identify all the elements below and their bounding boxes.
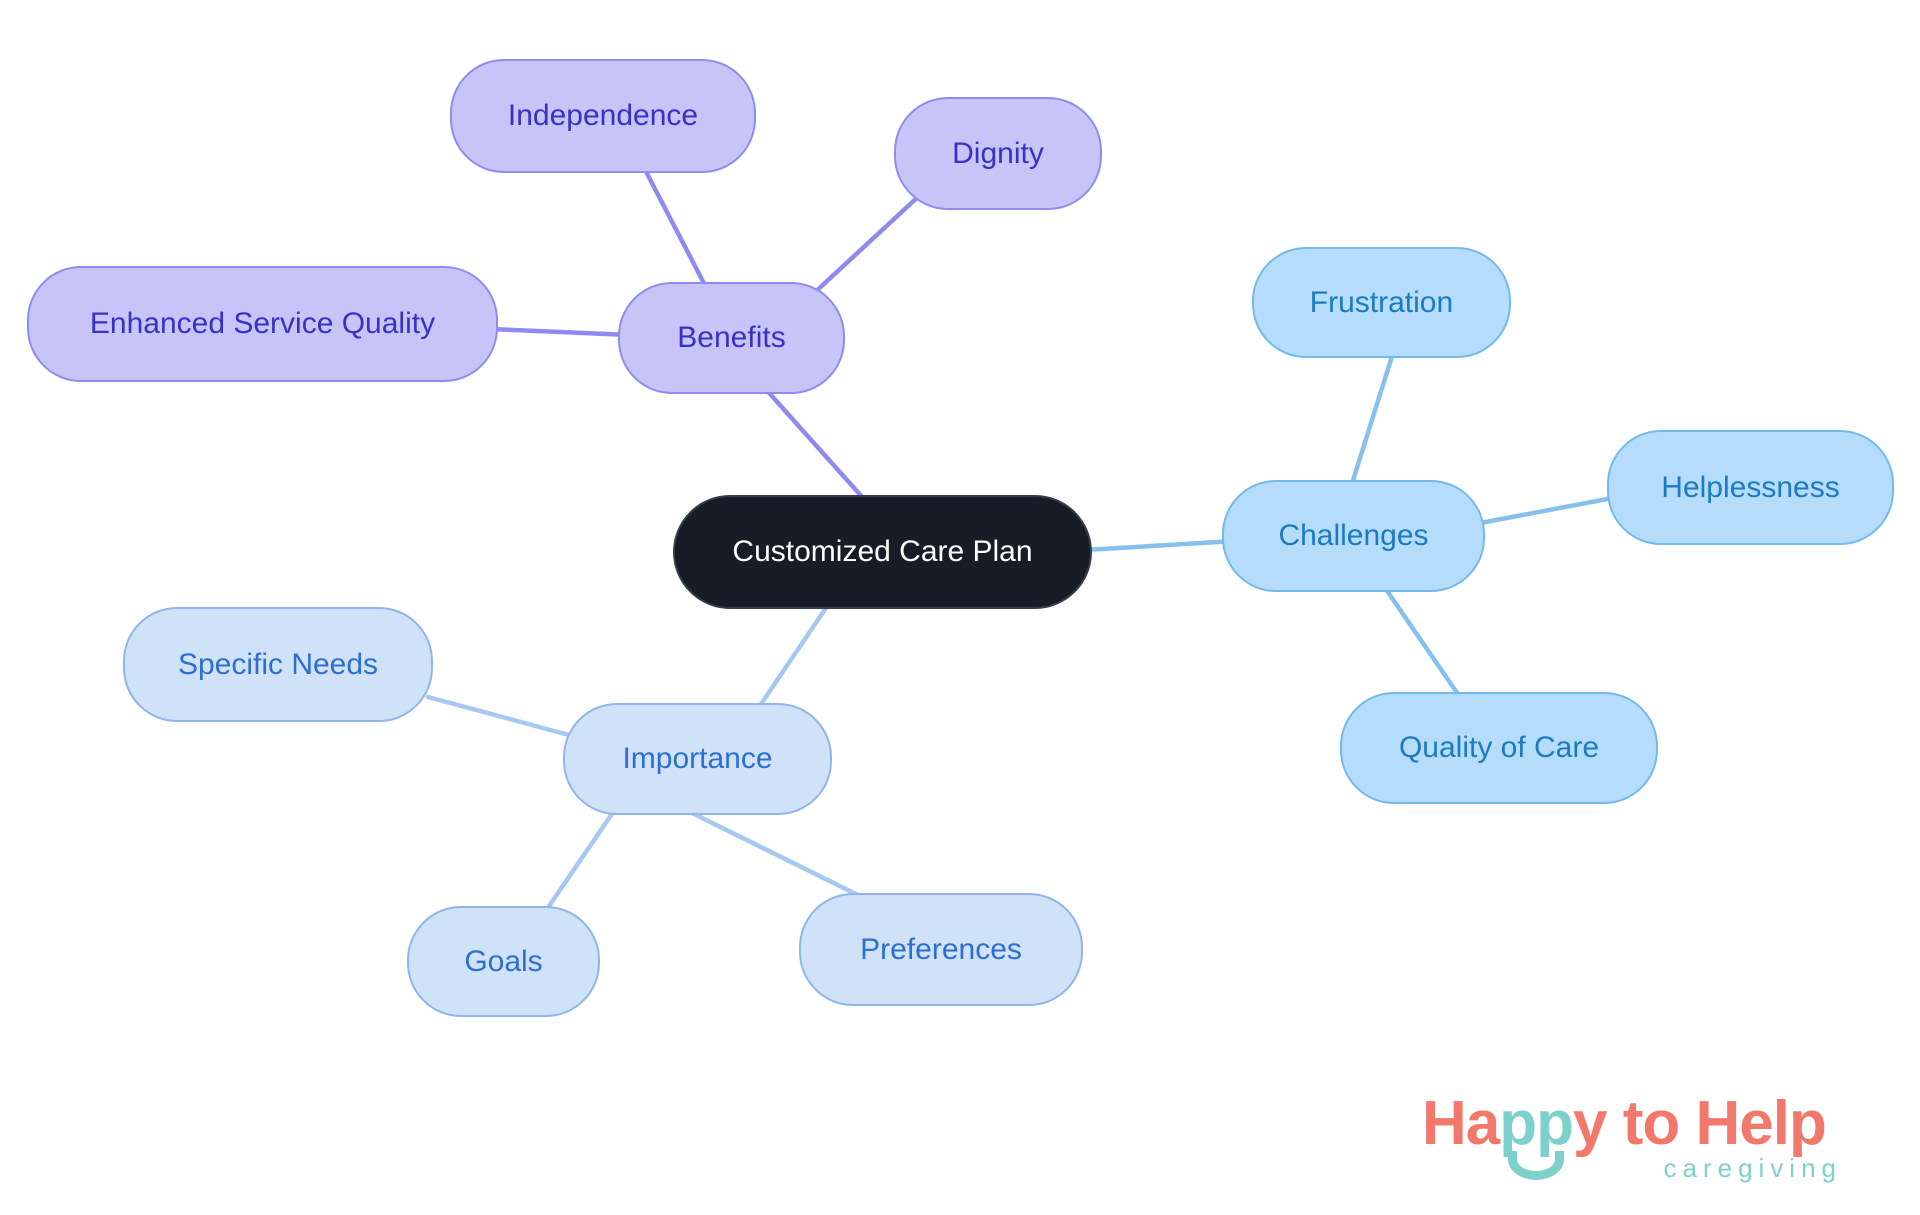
edge-center-benefits <box>759 382 875 511</box>
node-label: Quality of Care <box>1398 731 1600 764</box>
brand-part-pp: pp <box>1499 1093 1574 1180</box>
node-label: Independence <box>507 99 699 132</box>
node-goals: Goals <box>407 906 600 1017</box>
edge-challenges-helplessness <box>1472 494 1621 527</box>
node-quality-of-care: Quality of Care <box>1340 692 1658 804</box>
edge-challenges-quality-of-care <box>1380 582 1465 703</box>
node-label: Challenges <box>1278 519 1429 552</box>
node-importance: Importance <box>563 703 832 815</box>
edge-benefits-dignity <box>809 192 923 298</box>
node-label: Specific Needs <box>177 647 379 681</box>
node-customized-care-plan: Customized Care Plan <box>673 495 1092 609</box>
node-label: Dignity <box>952 136 1044 170</box>
edge-importance-specific-needs <box>425 694 583 741</box>
node-label: Enhanced Service Quality <box>89 307 436 340</box>
node-helplessness: Helplessness <box>1607 430 1894 545</box>
node-label: Helplessness <box>1661 470 1840 504</box>
node-label: Customized Care Plan <box>732 535 1033 568</box>
node-label: Goals <box>464 944 543 978</box>
node-challenges: Challenges <box>1222 480 1485 592</box>
edge-benefits-independence <box>637 157 713 298</box>
brand-part-3: y to Help <box>1573 1089 1827 1158</box>
node-dignity: Dignity <box>894 97 1102 210</box>
edge-center-importance <box>754 599 833 713</box>
node-label: Frustration <box>1309 285 1454 319</box>
node-frustration: Frustration <box>1252 247 1511 358</box>
edge-center-challenges <box>1082 538 1238 553</box>
node-enhanced-service-quality: Enhanced Service Quality <box>27 266 498 382</box>
edge-benefits-enhanced-service-quality <box>487 326 633 338</box>
brand-part-1: Ha <box>1422 1089 1500 1158</box>
node-label: Preferences <box>860 932 1022 966</box>
edge-importance-goals <box>542 805 619 915</box>
brand-tagline: caregiving <box>1663 1153 1842 1183</box>
brand-pp-text: pp <box>1499 1089 1574 1158</box>
node-benefits: Benefits <box>618 282 845 394</box>
node-preferences: Preferences <box>799 893 1083 1006</box>
node-specific-needs: Specific Needs <box>123 607 433 722</box>
node-label: Benefits <box>677 321 786 354</box>
edge-challenges-frustration <box>1347 347 1397 493</box>
node-independence: Independence <box>450 59 756 173</box>
node-label: Importance <box>622 742 773 775</box>
edge-importance-preferences <box>679 805 871 903</box>
smile-icon <box>1508 1151 1565 1180</box>
